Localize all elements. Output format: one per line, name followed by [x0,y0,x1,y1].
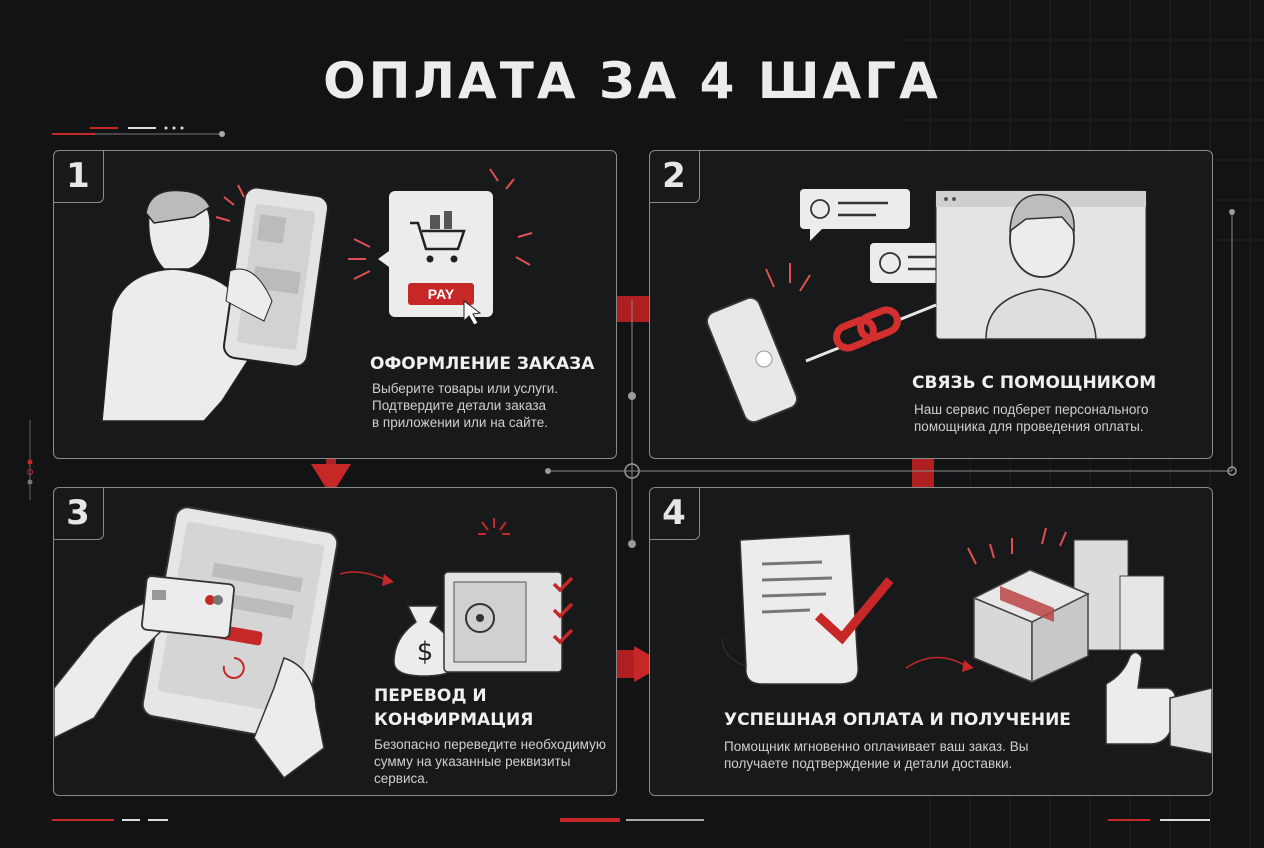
step-4-number: 4 [649,487,700,540]
receipt-icon [721,533,859,685]
box-icon [972,569,1090,684]
pay-button: PAY [428,286,455,302]
smartphone-icon [705,296,799,424]
credit-card-icon [141,575,235,639]
step-4-title: УСПЕШНАЯ ОПЛАТА И ПОЛУЧЕНИЕ [724,710,1071,730]
cursor-icon [463,300,482,326]
step-4-description: Помощник мгновенно оплачивает ваш заказ.… [724,739,1029,771]
step-3-number: 3 [53,487,104,540]
dollar-sign: $ [417,637,434,667]
shopping-cart-icon [378,191,493,317]
assistant-illustration [705,189,1147,424]
step-1-number: 1 [53,150,104,203]
video-call-window [935,190,1147,340]
step-2-title: СВЯЗЬ С ПОМОЩНИКОМ [912,373,1157,393]
step-1-description: Выберите товары или услуги.Подтвердите д… [372,381,559,430]
transfer-illustration: $ [54,506,574,780]
order-illustration: PAY [101,168,533,422]
spark-lines [348,168,533,280]
step-2-number: 2 [649,150,700,203]
page-title: ОПЛАТА ЗА 4 ШАГА [323,52,941,110]
chat-bubble-icon [800,189,910,241]
step-4-card: 4 [649,487,1213,796]
step-2-card: 2 [649,150,1213,459]
chain-link-icon [833,306,901,352]
checkmark-icon [552,576,574,645]
step-1-card: 1 PAY [53,150,617,459]
person-icon [101,189,255,422]
step-1-title: ОФОРМЛЕНИЕ ЗАКАЗА [370,354,595,374]
success-illustration [721,527,1212,755]
safe-icon [443,571,563,673]
step-3-card: 3 $ [53,487,617,796]
thumbs-up-icon [1105,651,1212,755]
checkmark-icon [814,577,894,645]
